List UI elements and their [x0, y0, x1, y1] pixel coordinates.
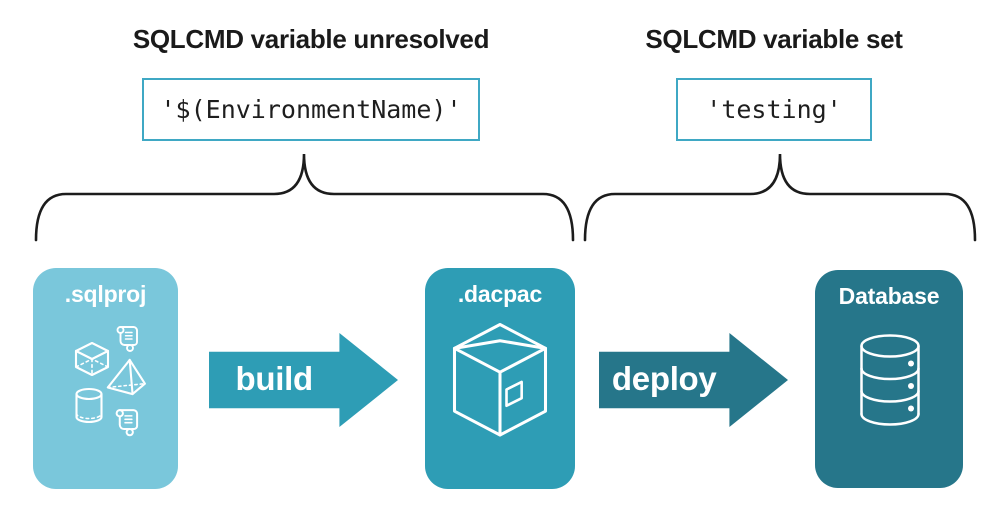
code-testing: 'testing' — [706, 95, 842, 124]
deploy-arrow-label: deploy — [611, 360, 717, 397]
code-environment-name: '$(EnvironmentName)' — [160, 95, 462, 124]
code-box-unresolved: '$(EnvironmentName)' — [142, 78, 480, 141]
node-dacpac-label: .dacpac — [457, 281, 543, 307]
node-database: Database — [815, 270, 963, 488]
heading-variable-unresolved: SQLCMD variable unresolved — [132, 24, 490, 54]
pyramid-icon — [106, 358, 146, 396]
cube-icon — [74, 341, 110, 377]
database-cylinder-icon — [860, 334, 920, 426]
node-sqlproj: .sqlproj — [33, 268, 178, 489]
left-curly-brace — [34, 153, 575, 242]
script-scroll-icon — [116, 326, 138, 352]
sql-project-objects-icon — [74, 326, 146, 437]
node-sqlproj-label: .sqlproj — [64, 281, 147, 307]
build-arrow: build — [209, 333, 398, 427]
node-database-label: Database — [838, 283, 940, 309]
package-box-icon — [452, 322, 548, 437]
script-scroll-icon — [115, 409, 139, 437]
heading-variable-set: SQLCMD variable set — [645, 24, 903, 54]
cylinder-icon — [75, 387, 103, 424]
deploy-arrow: deploy — [599, 333, 788, 427]
code-box-set: 'testing' — [676, 78, 872, 141]
node-dacpac: .dacpac — [425, 268, 575, 489]
build-arrow-label: build — [235, 360, 314, 397]
right-curly-brace — [583, 153, 977, 242]
